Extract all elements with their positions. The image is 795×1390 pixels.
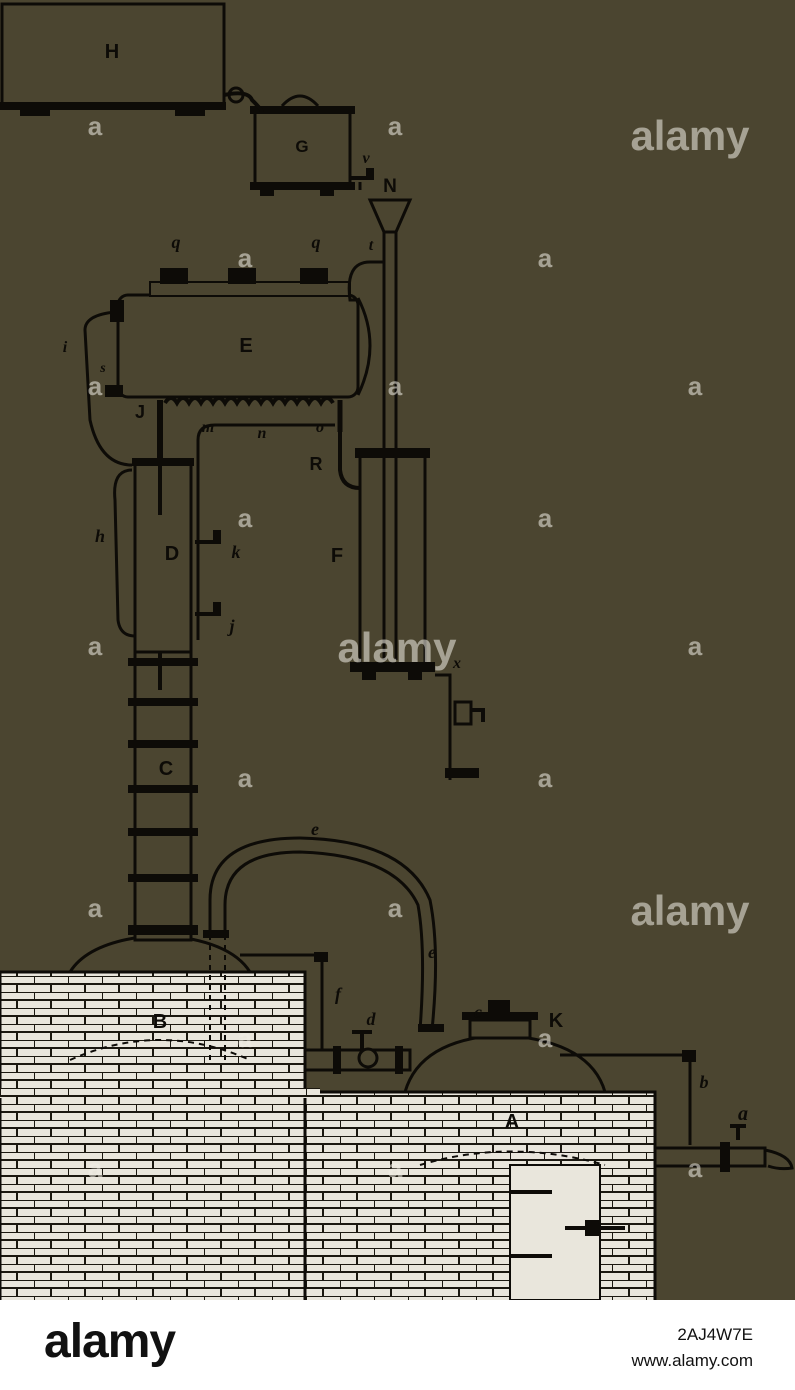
stock-footer: alamy 2AJ4W7E www.alamy.com	[0, 1300, 795, 1390]
label-i: i	[63, 339, 68, 356]
label-a-lower: a	[738, 1103, 748, 1125]
watermark-glyph: a	[388, 1153, 403, 1183]
watermark-glyph: a	[238, 243, 253, 273]
label-j-upper: J	[135, 402, 145, 422]
watermark-glyph: a	[238, 503, 253, 533]
label-f: F	[331, 545, 343, 567]
label-k: k	[232, 542, 241, 562]
watermark-glyph: a	[388, 111, 403, 141]
label-c-lower: c	[474, 1002, 482, 1022]
label-a: A	[505, 1111, 519, 1133]
watermark-layer: alamy alamy alamy a a a a a a a a a a a …	[88, 111, 750, 1183]
watermark-glyph: a	[238, 1023, 253, 1053]
column-c	[128, 620, 198, 942]
label-v: v	[362, 150, 370, 167]
watermark-text: alamy	[337, 624, 457, 671]
label-f-lower: f	[335, 984, 343, 1004]
watermark-glyph: a	[88, 893, 103, 923]
still-a	[403, 1000, 607, 1094]
label-g: G	[295, 137, 308, 156]
label-e: E	[239, 335, 252, 357]
watermark-glyph: a	[238, 763, 253, 793]
distillation-apparatus-diagram: alamy alamy alamy a a a a a a a a a a a …	[0, 2, 794, 1300]
watermark-glyph: a	[688, 1153, 703, 1183]
label-d: D	[165, 543, 179, 565]
label-e-lower: e	[428, 942, 436, 962]
watermark-glyph: a	[388, 371, 403, 401]
diagram-labels: H G v N q q t E i s J m n o R h D k j F …	[63, 41, 748, 1133]
pipe-f-valve-d	[240, 952, 412, 1074]
label-b-lower: b	[700, 1072, 709, 1092]
watermark-glyph: a	[538, 1023, 553, 1053]
watermark-glyph: a	[538, 503, 553, 533]
watermark-glyph: a	[88, 631, 103, 661]
label-o: o	[316, 419, 324, 436]
watermark-glyph: a	[88, 111, 103, 141]
brick-furnace	[0, 970, 657, 1300]
label-h: H	[105, 41, 119, 63]
label-t: t	[369, 237, 374, 254]
label-n: N	[383, 176, 397, 197]
alamy-logo: alamy	[44, 1315, 176, 1368]
column-d	[83, 310, 221, 654]
label-r: R	[310, 454, 323, 474]
watermark-text: alamy	[630, 887, 750, 934]
watermark-glyph: a	[538, 243, 553, 273]
label-m: m	[202, 419, 214, 436]
pipe-b-cock-a	[560, 1050, 794, 1172]
pipe-e	[203, 836, 444, 1032]
tank-g	[250, 94, 374, 196]
image-id: 2AJ4W7E	[677, 1325, 753, 1344]
still-b	[67, 933, 253, 1060]
watermark-glyph: a	[88, 371, 103, 401]
watermark-glyph: a	[688, 371, 703, 401]
label-k-upper: K	[549, 1010, 564, 1032]
site-url: www.alamy.com	[631, 1351, 753, 1370]
label-q-1: q	[172, 232, 181, 252]
label-d-lower: d	[367, 1009, 377, 1029]
footer-meta: 2AJ4W7E www.alamy.com	[631, 1322, 753, 1374]
watermark-glyph: a	[538, 763, 553, 793]
watermark-text: alamy	[630, 112, 750, 159]
label-j-lower: j	[226, 616, 235, 636]
watermark-glyph: a	[388, 893, 403, 923]
watermark-glyph: a	[688, 631, 703, 661]
watermark-glyph: a	[88, 1153, 103, 1183]
label-n-lower: n	[258, 425, 267, 442]
tank-h	[0, 2, 264, 116]
label-e-upper: e	[311, 819, 319, 839]
label-c: C	[159, 758, 173, 780]
label-s: s	[99, 361, 106, 376]
label-x: x	[452, 655, 461, 672]
condenser-f	[338, 198, 485, 780]
label-b: B	[153, 1011, 167, 1033]
tank-e	[105, 268, 372, 640]
label-h-lower: h	[95, 526, 105, 546]
label-q-2: q	[312, 232, 321, 252]
